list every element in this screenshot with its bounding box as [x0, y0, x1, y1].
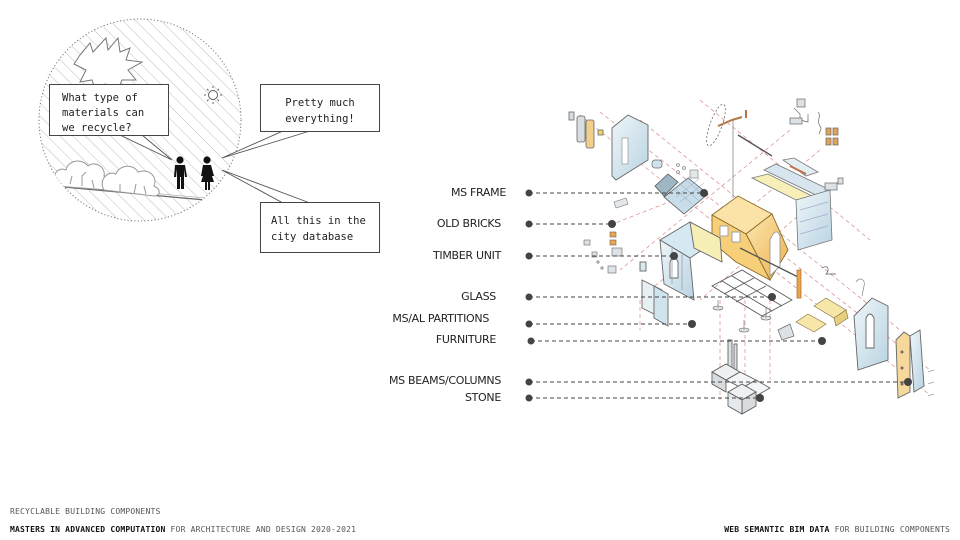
footer-program-rest: FOR ARCHITECTURE AND DESIGN 2020-2021: [165, 525, 357, 534]
leader-dot-start: [525, 320, 533, 328]
leader-dot-end: [768, 293, 776, 301]
label-furniture: FURNITURE: [435, 333, 496, 346]
solar-panel: [654, 172, 709, 215]
leader-dot-end: [670, 252, 678, 260]
bubble-tail-database: [221, 169, 311, 204]
adjustable-feet: [712, 300, 772, 333]
leader-dot-start: [527, 337, 535, 345]
label-ms-al-partitions: MS/AL PARTITIONS: [392, 312, 489, 325]
label-stone: STONE: [464, 391, 501, 404]
bubble-line: we recycle?: [62, 122, 132, 134]
glass-module: [639, 221, 723, 327]
dotted-circle-outline: [38, 18, 242, 222]
leader-dot-end: [904, 378, 912, 386]
leader-dot-start: [525, 252, 533, 260]
label-ms-frame: MS FRAME: [450, 186, 506, 199]
speech-bubble-question: What type of materials can we recycle?: [49, 84, 169, 136]
bubble-line: Pretty much: [285, 97, 355, 109]
leader-dot-end: [608, 220, 616, 228]
man-icon: [174, 156, 187, 189]
leader-dot-start: [525, 394, 533, 402]
label-timber-unit: TIMBER UNIT: [432, 249, 501, 262]
footer-subtitle: RECYCLABLE BUILDING COMPONENTS: [10, 507, 161, 516]
leader-dots: [525, 189, 912, 402]
furniture-set: [777, 266, 865, 341]
leader-dot-end: [688, 320, 696, 328]
footer-project-bold: WEB SEMANTIC BIM DATA: [724, 525, 830, 534]
door-panel: [611, 114, 649, 181]
bracket-hardware: [789, 98, 844, 191]
end-wall-panels: [853, 297, 935, 399]
leader-dot-end: [756, 394, 764, 402]
floor-frame: [711, 247, 801, 317]
beams-columns-stone: [711, 339, 771, 415]
footer-project: WEB SEMANTIC BIM DATA FOR BUILDING COMPO…: [724, 525, 950, 534]
sun-icon: [204, 86, 222, 104]
footer-program: MASTERS IN ADVANCED COMPUTATION FOR ARCH…: [10, 525, 356, 534]
bubble-line: materials can: [62, 107, 145, 119]
exploded-axonometric: [525, 98, 935, 415]
tree-icon: [53, 160, 160, 197]
explosion-icon: [73, 36, 144, 93]
door-hardware: [568, 111, 604, 149]
bubble-line: What type of: [62, 92, 138, 104]
leader-lines: [529, 192, 908, 399]
leader-dot-start: [525, 189, 533, 197]
timber-unit-module: [711, 195, 789, 282]
bubble-line: city database: [271, 231, 354, 243]
leader-dot-start: [525, 293, 533, 301]
leader-dot-end: [818, 337, 826, 345]
speech-bubble-database: All this in the city database: [260, 202, 380, 253]
label-old-bricks: OLD BRICKS: [436, 217, 501, 230]
footer-program-bold: MASTERS IN ADVANCED COMPUTATION: [10, 525, 166, 534]
leader-dot-start: [525, 220, 533, 228]
bubble-line: All this in the: [271, 215, 366, 227]
leader-dot-start: [525, 378, 533, 386]
small-fixings: [583, 231, 623, 274]
woman-icon: [201, 156, 214, 190]
footer-project-rest: FOR BUILDING COMPONENTS: [829, 525, 950, 534]
label-glass: GLASS: [461, 290, 496, 303]
label-ms-beams-columns: MS BEAMS/COLUMNS: [388, 374, 501, 387]
roof-panels: [737, 134, 833, 251]
leader-dot-end: [700, 189, 708, 197]
bubble-line: everything!: [285, 113, 355, 125]
speech-bubble-answer: Pretty much everything!: [260, 84, 380, 132]
